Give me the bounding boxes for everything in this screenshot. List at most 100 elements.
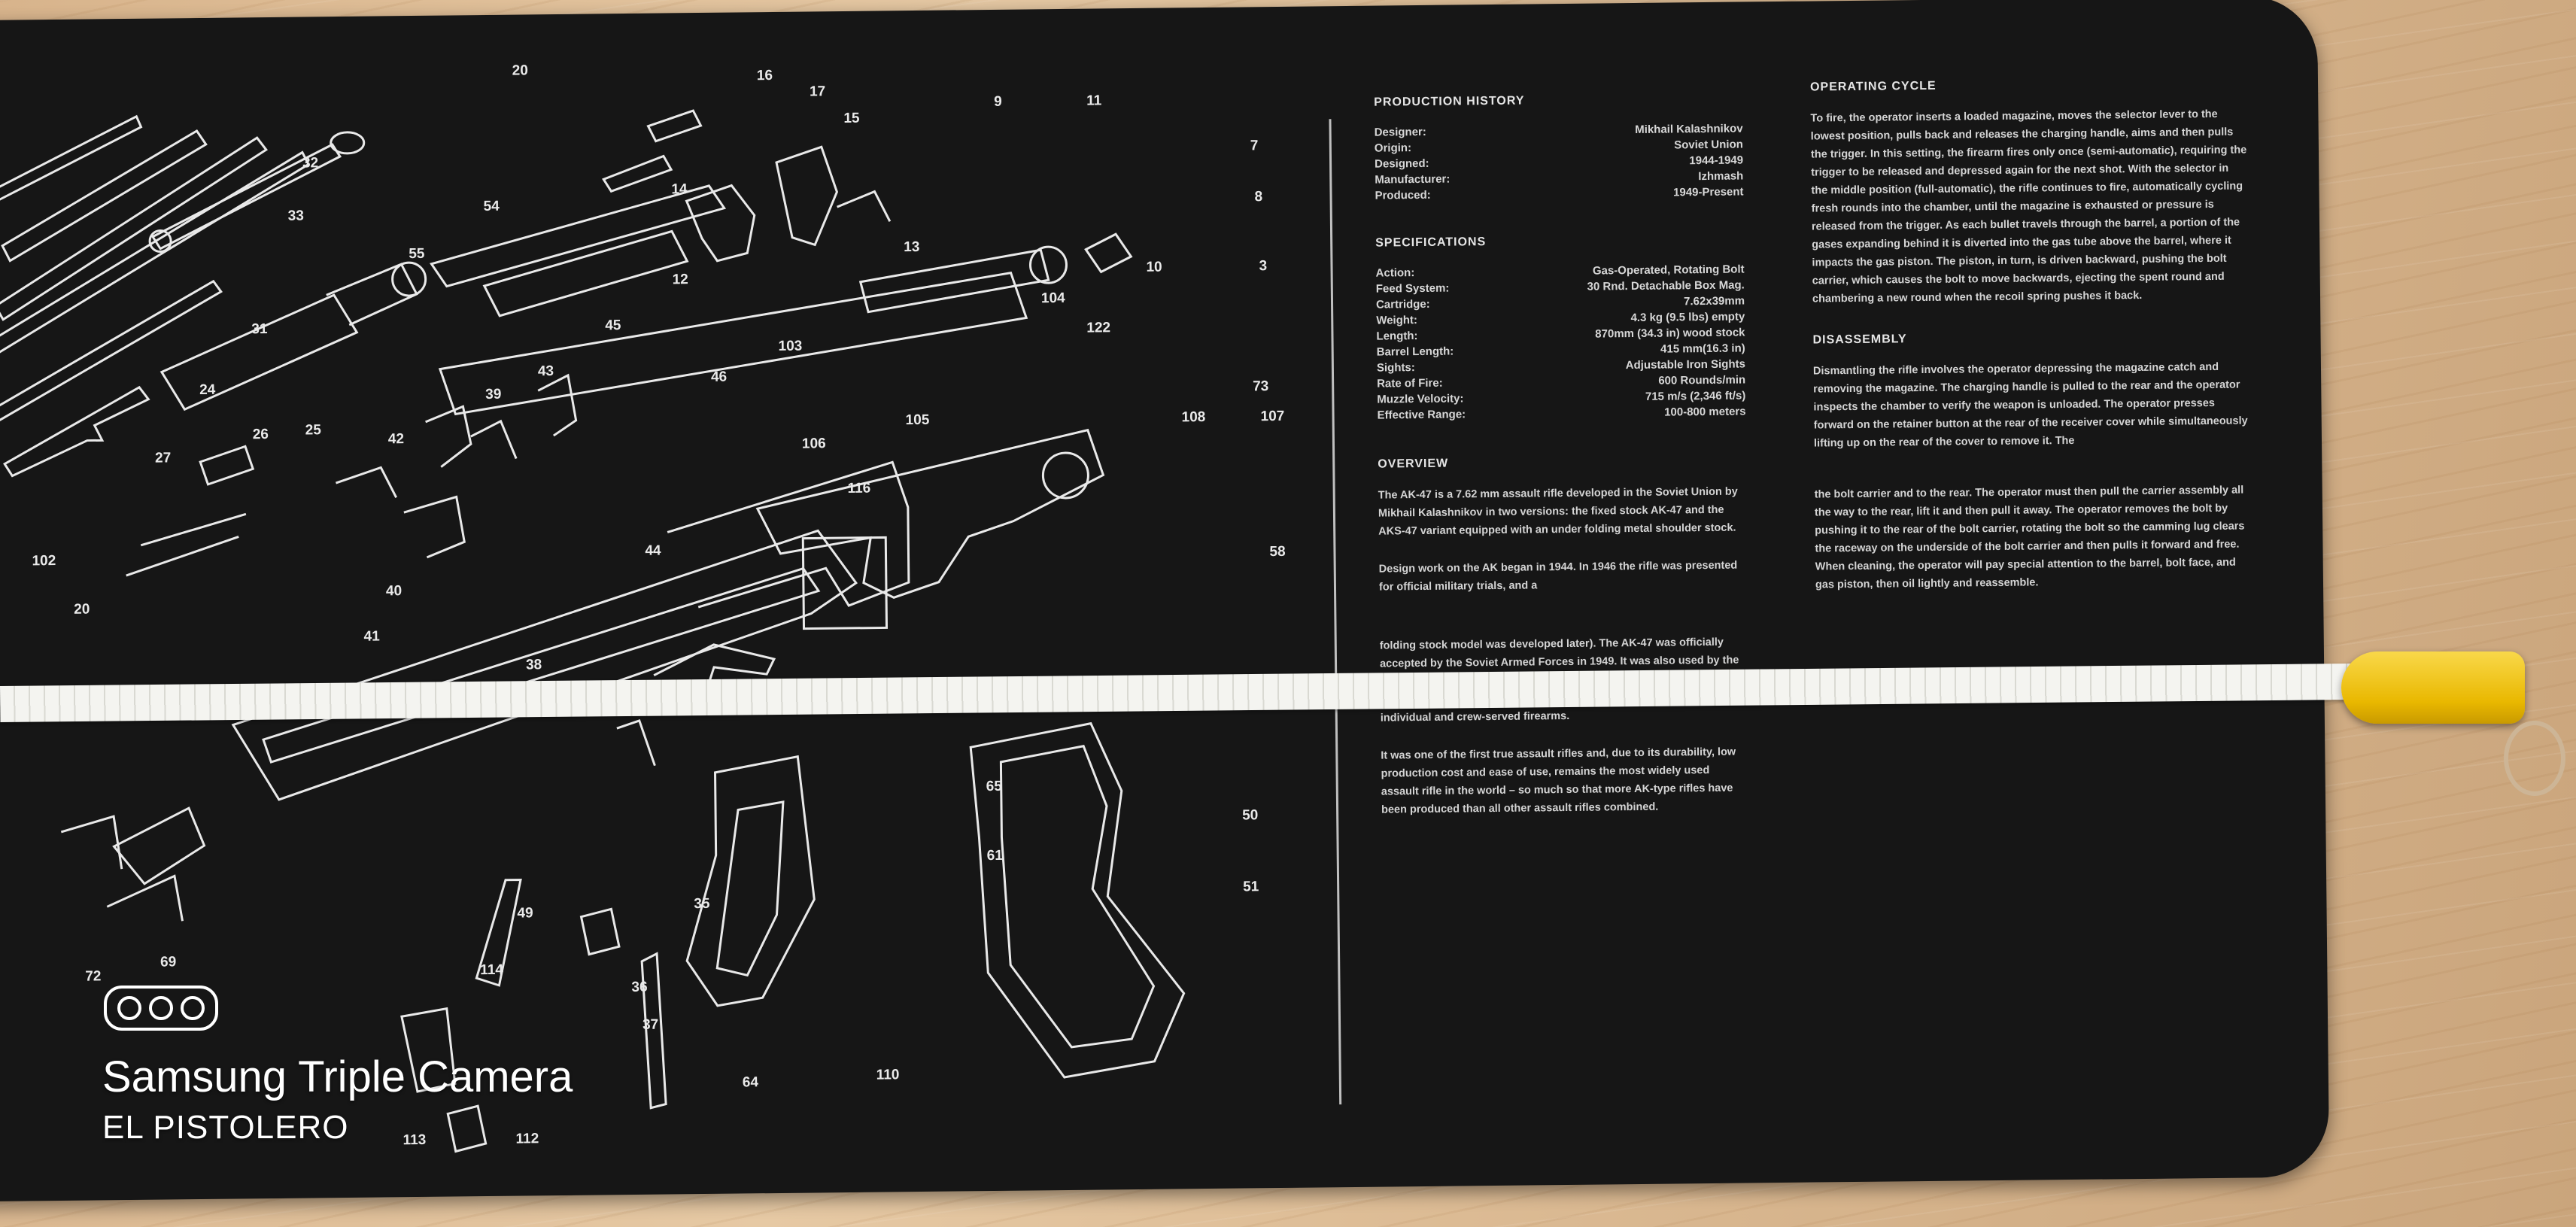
spec-row: Effective Range:100-800 meters: [1377, 403, 1746, 423]
row-key: Origin:: [1374, 141, 1412, 155]
svg-text:113: 113: [403, 1132, 427, 1148]
svg-text:42: 42: [388, 431, 404, 447]
svg-text:16: 16: [757, 68, 773, 84]
svg-text:104: 104: [1041, 290, 1065, 306]
row-value: Adjustable Iron Sights: [1625, 357, 1745, 372]
svg-text:112: 112: [515, 1131, 539, 1147]
svg-text:122: 122: [1086, 320, 1110, 336]
row-key: Muzzle Velocity:: [1377, 392, 1464, 406]
svg-text:61: 61: [987, 848, 1004, 864]
svg-text:73: 73: [1253, 378, 1268, 394]
svg-text:45: 45: [605, 317, 621, 333]
operating-cycle-text: To fire, the operator inserts a loaded m…: [1810, 108, 2247, 305]
svg-text:8: 8: [1254, 189, 1262, 205]
production-history-row: Produced: 1949-Present: [1375, 184, 1743, 203]
pistol-grip: [685, 755, 816, 1007]
row-value: 1944-1949: [1689, 153, 1744, 168]
specifications-table: Action: Gas-Operated, Rotating Bolt Feed …: [1376, 261, 1746, 423]
svg-text:107: 107: [1260, 408, 1284, 424]
svg-text:3: 3: [1259, 258, 1267, 274]
trigger-group: [602, 109, 892, 263]
row-value: 4.3 kg (9.5 lbs) empty: [1630, 310, 1745, 325]
svg-text:58: 58: [1269, 544, 1285, 560]
row-key: Weight:: [1376, 314, 1418, 327]
svg-text:41: 41: [363, 628, 380, 644]
row-value: 415 mm(16.3 in): [1660, 342, 1745, 356]
magazine: [969, 721, 1186, 1079]
row-value: 100-800 meters: [1664, 405, 1746, 419]
svg-text:43: 43: [538, 363, 554, 379]
key-ring: [2504, 721, 2565, 796]
svg-text:15: 15: [843, 111, 860, 126]
svg-text:20: 20: [512, 62, 528, 78]
row-value: 870mm (34.3 in) wood stock: [1595, 326, 1745, 341]
production-history-table: Designer: Mikhail Kalashnikov Origin: Sovi…: [1375, 120, 1744, 203]
svg-text:24: 24: [199, 382, 216, 398]
camera-watermark-subtitle: EL PISTOLERO: [102, 1109, 349, 1146]
svg-text:110: 110: [876, 1067, 900, 1083]
info-column-right: OPERATING CYCLE To fire, the operator in…: [1810, 76, 2252, 613]
lens-icon: [149, 996, 173, 1020]
svg-text:49: 49: [517, 905, 533, 921]
info-column-left: PRODUCTION HISTORY Designer:Mikhail Kala…: [1374, 92, 1750, 838]
svg-text:12: 12: [673, 272, 688, 287]
row-key: Manufacturer:: [1375, 172, 1451, 187]
lens-icon: [181, 996, 205, 1020]
row-value: 1949-Present: [1673, 185, 1744, 199]
svg-text:11: 11: [1086, 93, 1102, 108]
svg-text:54: 54: [484, 199, 500, 214]
gas-piston: [148, 131, 366, 254]
camera-watermark-title: Samsung Triple Camera: [102, 1052, 573, 1101]
row-value: 600 Rounds/min: [1658, 373, 1746, 387]
svg-text:69: 69: [160, 954, 176, 970]
receiver: [231, 460, 910, 801]
svg-text:72: 72: [85, 968, 101, 984]
svg-text:40: 40: [386, 583, 402, 599]
row-key: Feed System:: [1375, 281, 1450, 296]
receiver-cover: [430, 184, 727, 317]
svg-text:114: 114: [480, 962, 503, 978]
overview-paragraph: It was one of the first true assault rif…: [1381, 746, 1736, 816]
svg-text:44: 44: [645, 543, 661, 559]
row-key: Length:: [1376, 330, 1418, 343]
row-key: Rate of Fire:: [1377, 376, 1443, 390]
svg-text:10: 10: [1146, 260, 1162, 275]
svg-text:7: 7: [1250, 138, 1259, 153]
row-key: Designer:: [1374, 125, 1426, 139]
svg-text:32: 32: [302, 155, 318, 171]
gun-cleaning-mat: 20 16 17 15 11 9 7 32 33 14 8 54 12 13 1…: [0, 0, 2330, 1202]
row-key: Barrel Length:: [1376, 345, 1454, 359]
lens-icon: [117, 996, 141, 1020]
svg-text:14: 14: [671, 181, 688, 197]
disassembly-paragraph: Dismantling the rifle involves the opera…: [1812, 360, 2248, 450]
row-key: Produced:: [1375, 188, 1431, 202]
row-value: 7.62x39mm: [1684, 294, 1745, 308]
row-key: Action:: [1375, 266, 1415, 280]
svg-text:116: 116: [847, 481, 870, 497]
svg-text:108: 108: [1181, 409, 1205, 425]
row-value: Mikhail Kalashnikov: [1635, 122, 1743, 136]
svg-text:106: 106: [802, 436, 826, 451]
svg-text:38: 38: [526, 657, 542, 673]
svg-text:26: 26: [253, 427, 269, 442]
svg-text:55: 55: [409, 246, 425, 262]
cleaning-rod-parts: [0, 114, 310, 478]
disassembly-heading: DISASSEMBLY: [1812, 333, 1907, 347]
exploded-parts-diagram: 20 16 17 15 11 9 7 32 33 14 8 54 12 13 1…: [0, 62, 1286, 1153]
svg-text:9: 9: [994, 94, 1002, 110]
bolt-carrier-group: [438, 232, 1133, 416]
small-springs-pins: [60, 373, 667, 1153]
lower-handguard: [653, 643, 776, 713]
svg-text:31: 31: [251, 321, 268, 337]
svg-text:17: 17: [810, 84, 825, 99]
row-value: Gas-Operated, Rotating Bolt: [1592, 263, 1745, 278]
svg-text:13: 13: [904, 239, 919, 255]
svg-text:37: 37: [642, 1017, 658, 1033]
row-value: Soviet Union: [1674, 138, 1743, 152]
svg-text:36: 36: [631, 979, 647, 995]
svg-text:33: 33: [288, 208, 304, 224]
row-key: Cartridge:: [1375, 297, 1430, 311]
row-value: 715 m/s (2,346 ft/s): [1645, 389, 1746, 403]
measuring-tape-case: [2341, 651, 2525, 724]
row-key: Designed:: [1375, 156, 1429, 171]
